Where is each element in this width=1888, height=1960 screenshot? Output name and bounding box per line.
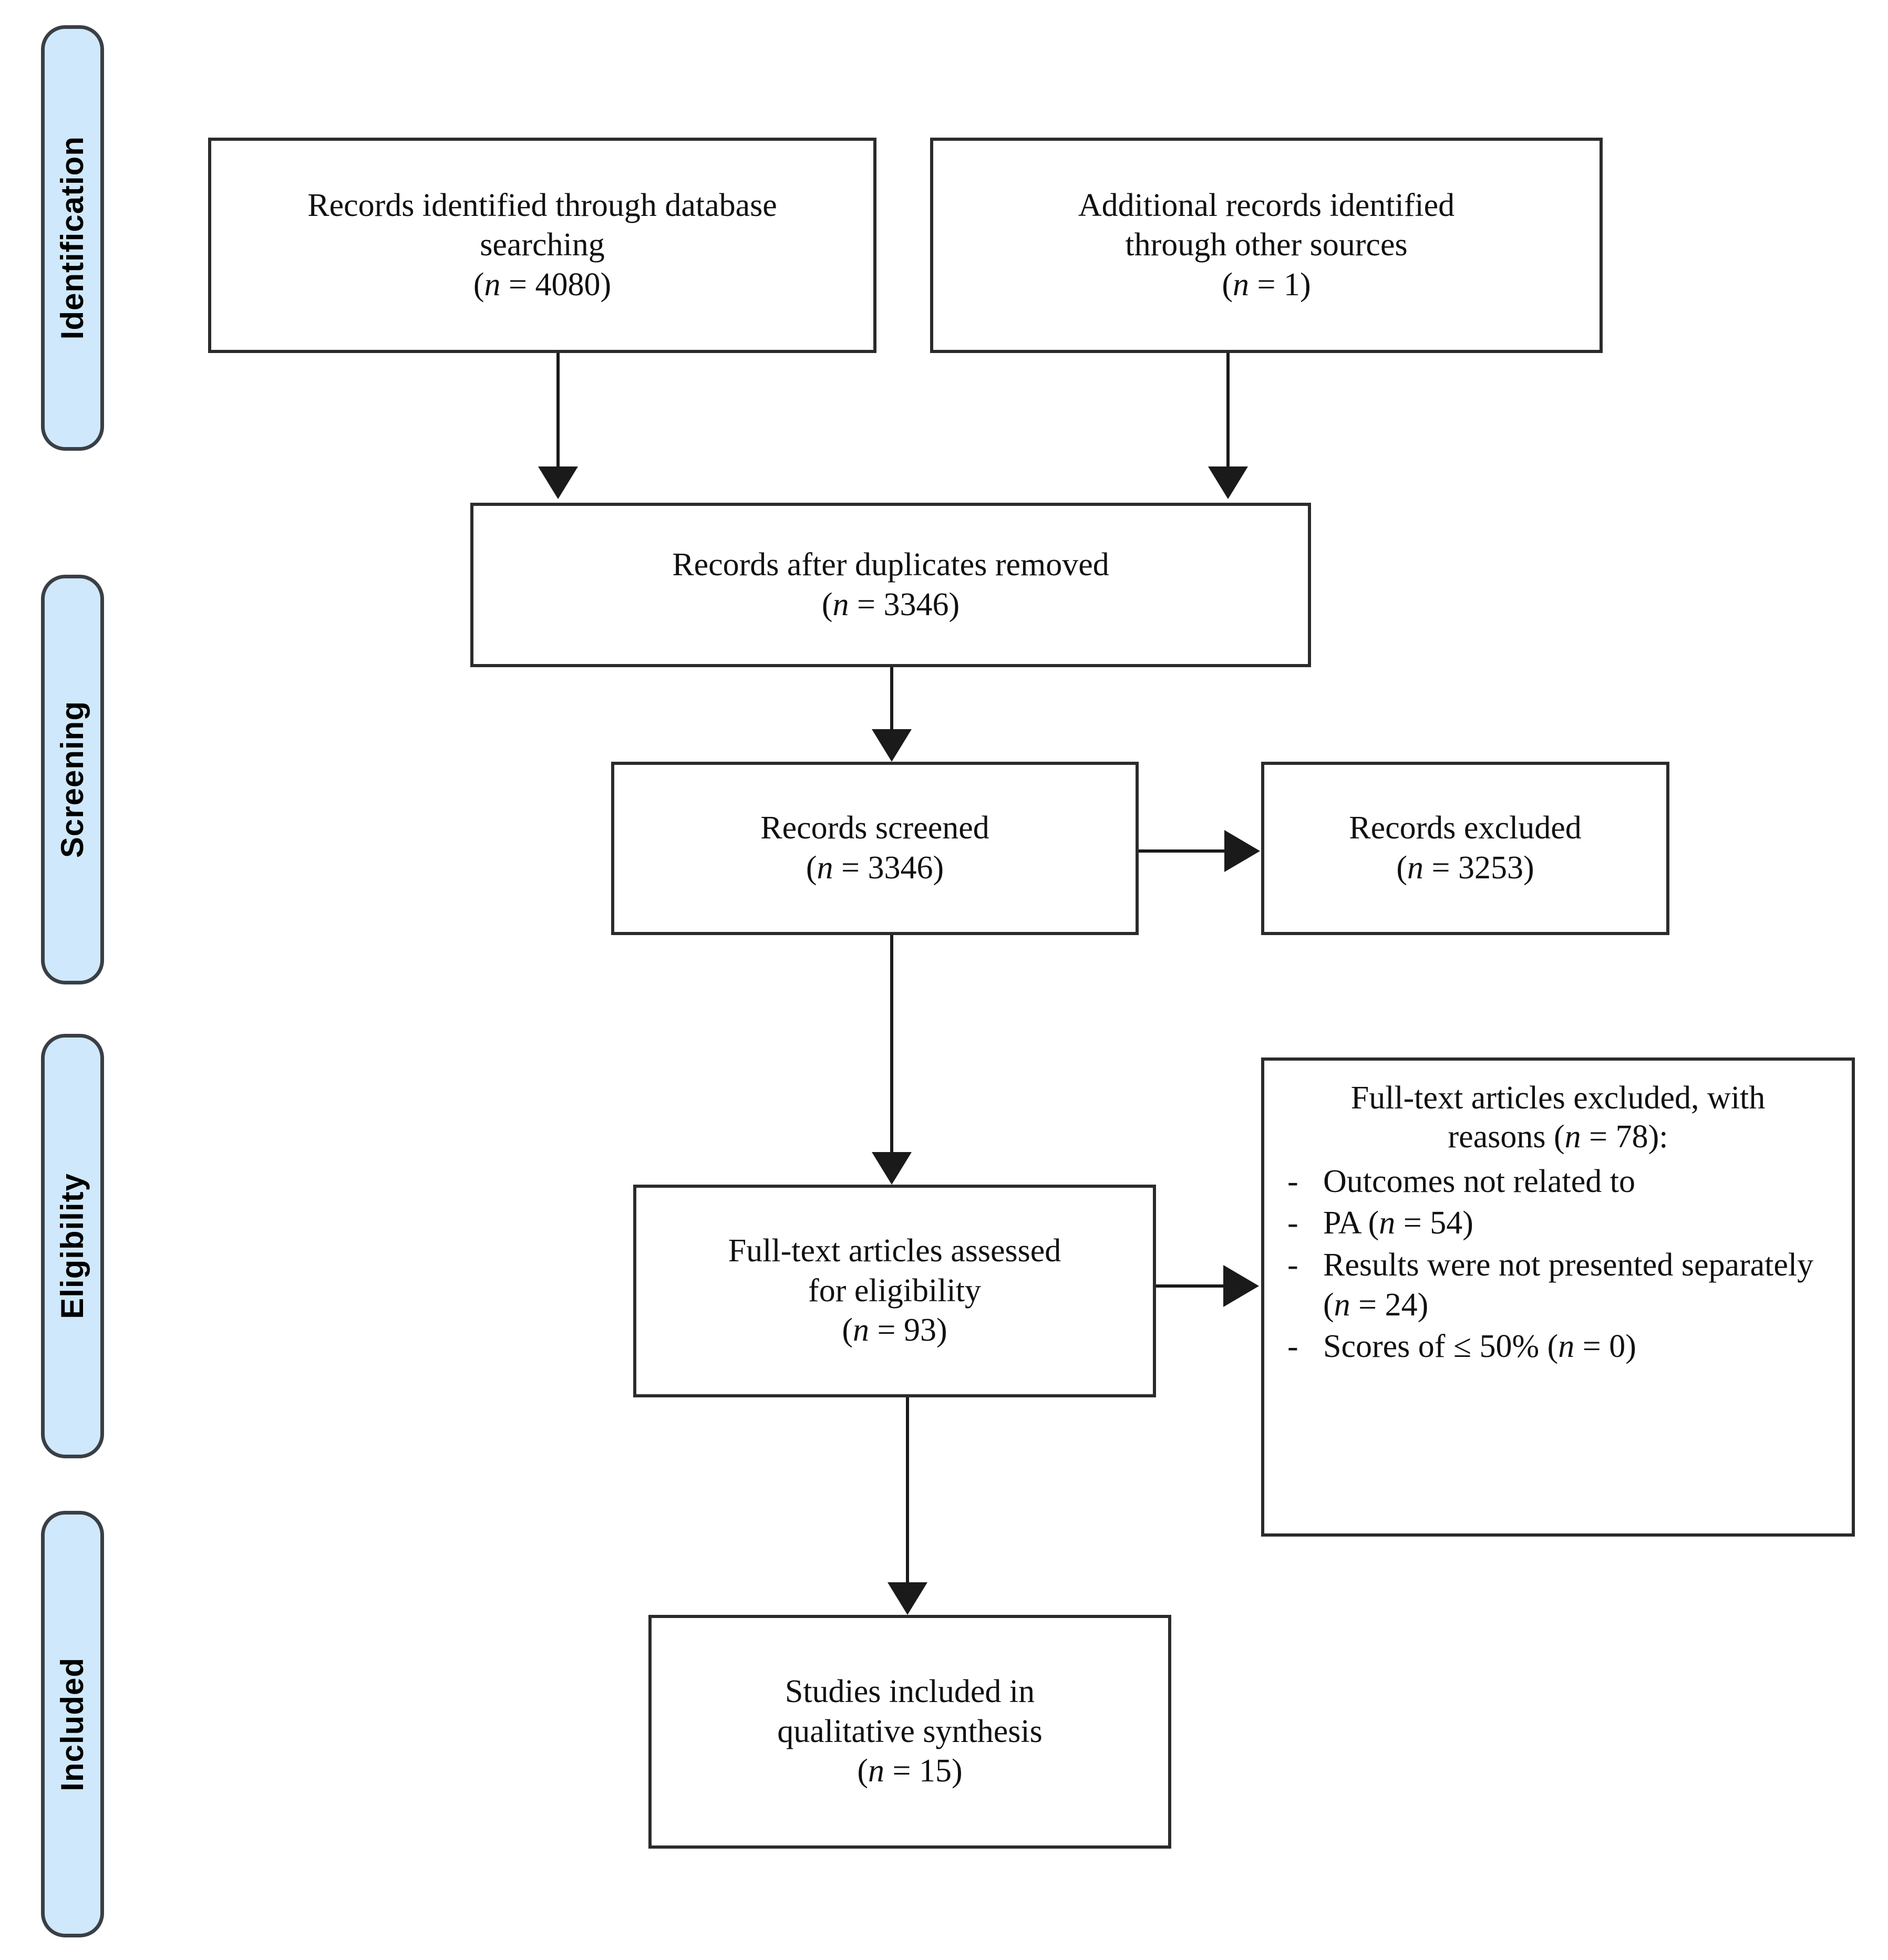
connector-fulltext-to-included: [906, 1397, 909, 1584]
arrowhead-fulltext-to-excluded: [1223, 1265, 1259, 1307]
box-records-identified-database: Records identified through database sear…: [208, 138, 876, 353]
box-fulltext-excluded-with-reasons: Full-text articles excluded, with reason…: [1261, 1057, 1855, 1537]
box-count: (n = 15): [857, 1753, 963, 1789]
box-count: (n = 3346): [821, 586, 960, 623]
box-count: (n = 3346): [806, 850, 944, 886]
connector-db-to-duplicates: [556, 353, 560, 468]
exclusion-reason-text: Scores of ≤ 50% (n = 0): [1323, 1329, 1636, 1365]
connector-screened-to-fulltext: [890, 935, 893, 1153]
box-line-1: Full-text articles assessed: [728, 1233, 1061, 1269]
exclusion-reason-item: - Outcomes not related to: [1278, 1162, 1838, 1202]
box-records-screened: Records screened (n = 3346): [611, 762, 1139, 935]
arrowhead-duplicates-to-screened: [872, 729, 912, 762]
connector-other-to-duplicates: [1226, 353, 1230, 468]
box-additional-records-other-sources: Additional records identified through ot…: [930, 138, 1603, 353]
stage-label-included: Included: [55, 1657, 90, 1791]
box-line-1: Studies included in: [785, 1674, 1035, 1710]
box-line-1: Records excluded: [1349, 810, 1582, 846]
stage-label-eligibility: Eligibility: [55, 1173, 90, 1319]
arrowhead-screened-to-excluded: [1224, 830, 1260, 872]
exclusion-reason-text: Outcomes not related to: [1323, 1163, 1635, 1199]
exclusion-reason-item: - Results were not presented separately …: [1278, 1246, 1838, 1325]
box-count: (n = 3253): [1396, 850, 1534, 886]
bullet-dash: -: [1287, 1247, 1298, 1283]
stage-identification: Identification: [41, 25, 104, 451]
arrowhead-fulltext-to-included: [888, 1582, 927, 1615]
stage-label-identification: Identification: [55, 136, 90, 340]
box-line-1: Records identified through database: [307, 187, 777, 223]
exclusion-reasons-heading: Full-text articles excluded, with reason…: [1350, 1080, 1766, 1155]
box-studies-included-qualitative-synthesis: Studies included in qualitative synthesi…: [648, 1615, 1171, 1849]
exclusion-reasons-list: - Outcomes not related to - PA (n = 54) …: [1278, 1162, 1838, 1369]
bullet-dash: -: [1287, 1163, 1298, 1199]
connector-duplicates-to-screened-angle: [890, 667, 893, 668]
stage-eligibility: Eligibility: [41, 1034, 104, 1458]
connector-duplicates-to-screened: [890, 667, 893, 730]
bullet-dash: -: [1287, 1205, 1298, 1241]
connector-screened-to-excluded: [1139, 849, 1225, 853]
box-line-1: Records after duplicates removed: [672, 546, 1109, 583]
arrowhead-db-to-duplicates: [538, 466, 578, 499]
exclusion-reason-text: PA (n = 54): [1323, 1205, 1473, 1241]
stage-label-screening: Screening: [55, 701, 90, 858]
connector-fulltext-to-excluded: [1156, 1284, 1225, 1288]
box-line-2: for eligibility: [808, 1272, 981, 1309]
box-fulltext-assessed-eligibility: Full-text articles assessed for eligibil…: [633, 1185, 1156, 1397]
box-line-1: Records screened: [760, 810, 989, 846]
box-count: (n = 93): [842, 1312, 947, 1349]
arrowhead-screened-to-fulltext: [872, 1152, 912, 1185]
stage-included: Included: [41, 1511, 104, 1937]
box-line-2: qualitative synthesis: [777, 1713, 1043, 1749]
box-count: (n = 4080): [473, 266, 612, 303]
stage-screening: Screening: [41, 575, 104, 984]
box-line-2: searching: [480, 227, 605, 263]
exclusion-reason-item: - PA (n = 54): [1278, 1204, 1838, 1243]
bullet-dash: -: [1287, 1329, 1298, 1365]
arrowhead-other-to-duplicates: [1208, 466, 1248, 499]
box-line-2: through other sources: [1125, 227, 1408, 263]
exclusion-reason-item: - Scores of ≤ 50% (n = 0): [1278, 1327, 1838, 1367]
box-line-1: Additional records identified: [1078, 187, 1455, 223]
box-count: (n = 1): [1222, 266, 1311, 303]
box-records-excluded: Records excluded (n = 3253): [1261, 762, 1669, 935]
exclusion-reason-text: Results were not presented separately (n…: [1323, 1247, 1814, 1323]
box-records-after-duplicates-removed: Records after duplicates removed (n = 33…: [470, 503, 1311, 667]
